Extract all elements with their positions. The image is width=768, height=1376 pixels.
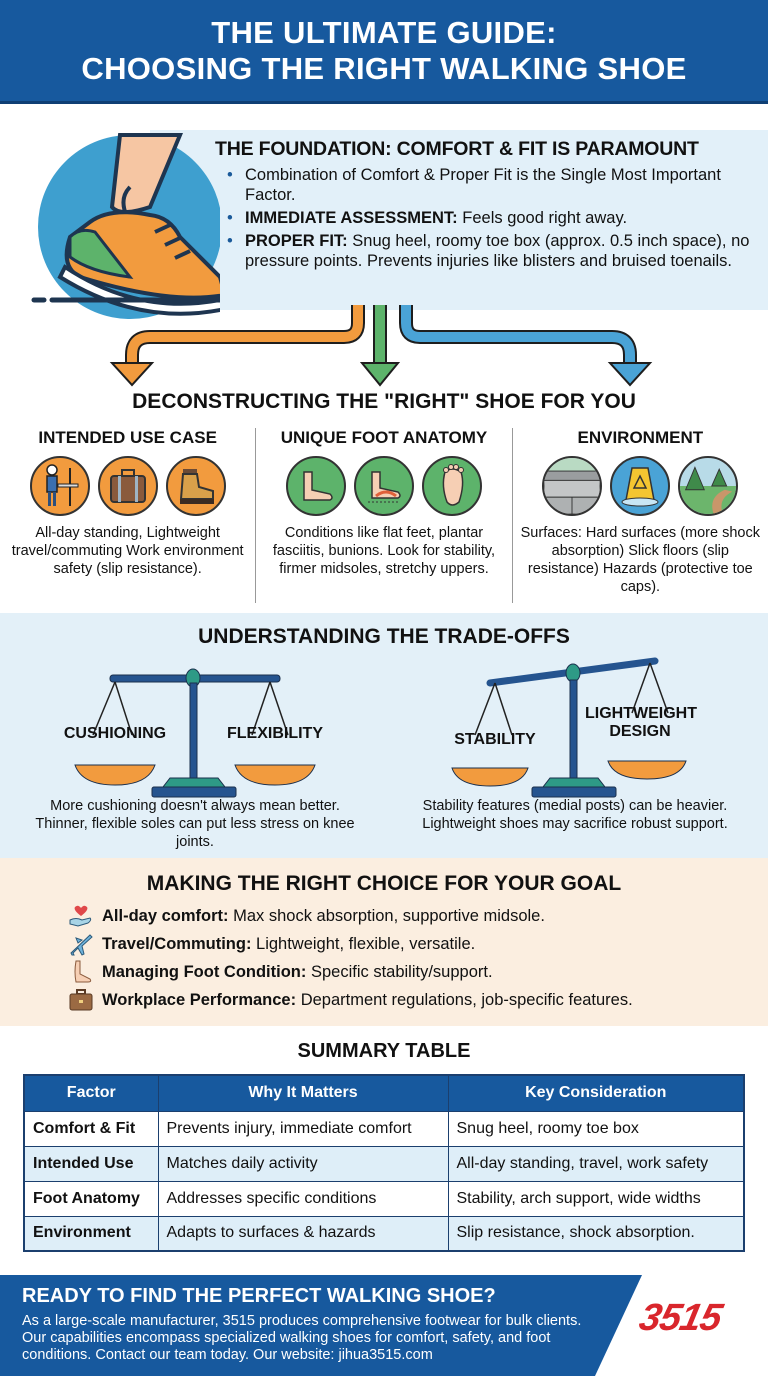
hard-surface-icon — [542, 456, 603, 516]
scale-label-cushioning: CUSHIONING — [63, 725, 167, 742]
footer-banner — [0, 1275, 642, 1376]
balance-scale-right-icon — [451, 657, 687, 798]
column-title: UNIQUE FOOT ANATOMY — [280, 428, 488, 447]
flat-foot-icon — [285, 456, 346, 516]
foot-icon — [66, 960, 96, 984]
foundation-title: THE FOUNDATION: COMFORT & FIT IS PARAMOU… — [215, 138, 699, 160]
table-row: Comfort & Fit Prevents injury, immediate… — [23, 1110, 745, 1147]
table-row: Foot Anatomy Addresses specific conditio… — [23, 1180, 745, 1217]
goal-item: All-day comfort: Max shock absorption, s… — [66, 902, 768, 930]
foundation-bullet: IMMEDIATE ASSESSMENT: Feels good right a… — [227, 208, 755, 228]
tradeoffs-section: UNDERSTANDING THE TRADE-OFFS CUSHIONING … — [0, 613, 768, 858]
scale-label-stability: STABILITY — [454, 731, 536, 748]
tradeoffs-title: UNDERSTANDING THE TRADE-OFFS — [198, 625, 570, 648]
goals-list: All-day comfort: Max shock absorption, s… — [0, 902, 768, 1014]
standing-desk-icon — [29, 456, 90, 516]
goal-item: Travel/Commuting: Lightweight, flexible,… — [66, 930, 768, 958]
page-header: THE ULTIMATE GUIDE: CHOOSING THE RIGHT W… — [0, 0, 768, 104]
deconstructing-columns: INTENDED USE CASE All-day standing, Ligh… — [0, 428, 768, 603]
scale-label-lightweight: LIGHTWEIGHT DESIGN — [585, 705, 697, 740]
summary-table: Factor Why It Matters Key Consideration … — [23, 1074, 745, 1252]
balance-scale-left-icon — [74, 668, 316, 798]
table-row: Intended Use Matches daily activity All-… — [23, 1145, 745, 1182]
airplane-icon — [66, 932, 96, 956]
foundation-bullets: Combination of Comfort & Proper Fit is t… — [215, 165, 755, 271]
table-row: Environment Adapts to surfaces & hazards… — [23, 1215, 745, 1252]
wet-floor-sign-icon — [610, 456, 671, 516]
work-boot-icon — [165, 456, 226, 516]
shoe-foot-icon — [31, 133, 220, 319]
page-title-line1: THE ULTIMATE GUIDE: — [211, 14, 557, 50]
brand-logo: 3515 — [635, 1297, 726, 1339]
plantar-fasciitis-icon — [353, 456, 414, 516]
trail-icon — [678, 456, 739, 516]
deconstructing-title: DECONSTRUCTING THE "RIGHT" SHOE FOR YOU — [132, 390, 636, 413]
bunion-foot-icon — [421, 456, 482, 516]
suitcase-icon — [97, 456, 158, 516]
goal-item: Managing Foot Condition: Specific stabil… — [66, 958, 768, 986]
column-title: INTENDED USE CASE — [38, 428, 217, 447]
column-description: Conditions like flat feet, plantar fasci… — [272, 525, 496, 577]
footer-title: READY TO FIND THE PERFECT WALKING SHOE? — [22, 1285, 496, 1307]
column-header: Why It Matters — [157, 1074, 449, 1112]
column-intended-use: INTENDED USE CASE All-day standing, Ligh… — [0, 428, 255, 603]
briefcase-icon — [66, 988, 96, 1012]
table-header-row: Factor Why It Matters Key Consideration — [23, 1074, 745, 1112]
tradeoff-left-description: More cushioning doesn't always mean bett… — [35, 798, 355, 850]
column-title: ENVIRONMENT — [577, 428, 704, 447]
column-description: All-day standing, Lightweight travel/com… — [11, 525, 244, 577]
foundation-bullet: Combination of Comfort & Proper Fit is t… — [227, 165, 755, 205]
tradeoff-right-description: Stability features (medial posts) can be… — [422, 798, 728, 832]
branch-arrows — [109, 305, 653, 387]
footer-cta: READY TO FIND THE PERFECT WALKING SHOE? … — [0, 1275, 768, 1376]
column-environment: ENVIRONMENT Surfaces: Hard surfaces (mor… — [511, 428, 768, 603]
column-foot-anatomy: UNIQUE FOOT ANATOMY Conditions like flat… — [255, 428, 511, 603]
foundation-content: THE FOUNDATION: COMFORT & FIT IS PARAMOU… — [215, 138, 755, 274]
column-description: Surfaces: Hard surfaces (more shock abso… — [520, 525, 760, 595]
goals-section: MAKING THE RIGHT CHOICE FOR YOUR GOAL Al… — [0, 858, 768, 1026]
goal-item: Workplace Performance: Department regula… — [66, 986, 768, 1014]
column-header: Factor — [23, 1074, 159, 1112]
column-header: Key Consideration — [447, 1074, 745, 1112]
goals-title: MAKING THE RIGHT CHOICE FOR YOUR GOAL — [146, 872, 622, 895]
foundation-bullet: PROPER FIT: Snug heel, roomy toe box (ap… — [227, 231, 755, 271]
heart-hand-icon — [66, 904, 96, 928]
footer-body: As a large-scale manufacturer, 3515 prod… — [22, 1313, 582, 1363]
page-title-line2: CHOOSING THE RIGHT WALKING SHOE — [81, 50, 687, 86]
summary-title: SUMMARY TABLE — [297, 1040, 471, 1062]
scale-label-flexibility: FLEXIBILITY — [227, 725, 323, 742]
